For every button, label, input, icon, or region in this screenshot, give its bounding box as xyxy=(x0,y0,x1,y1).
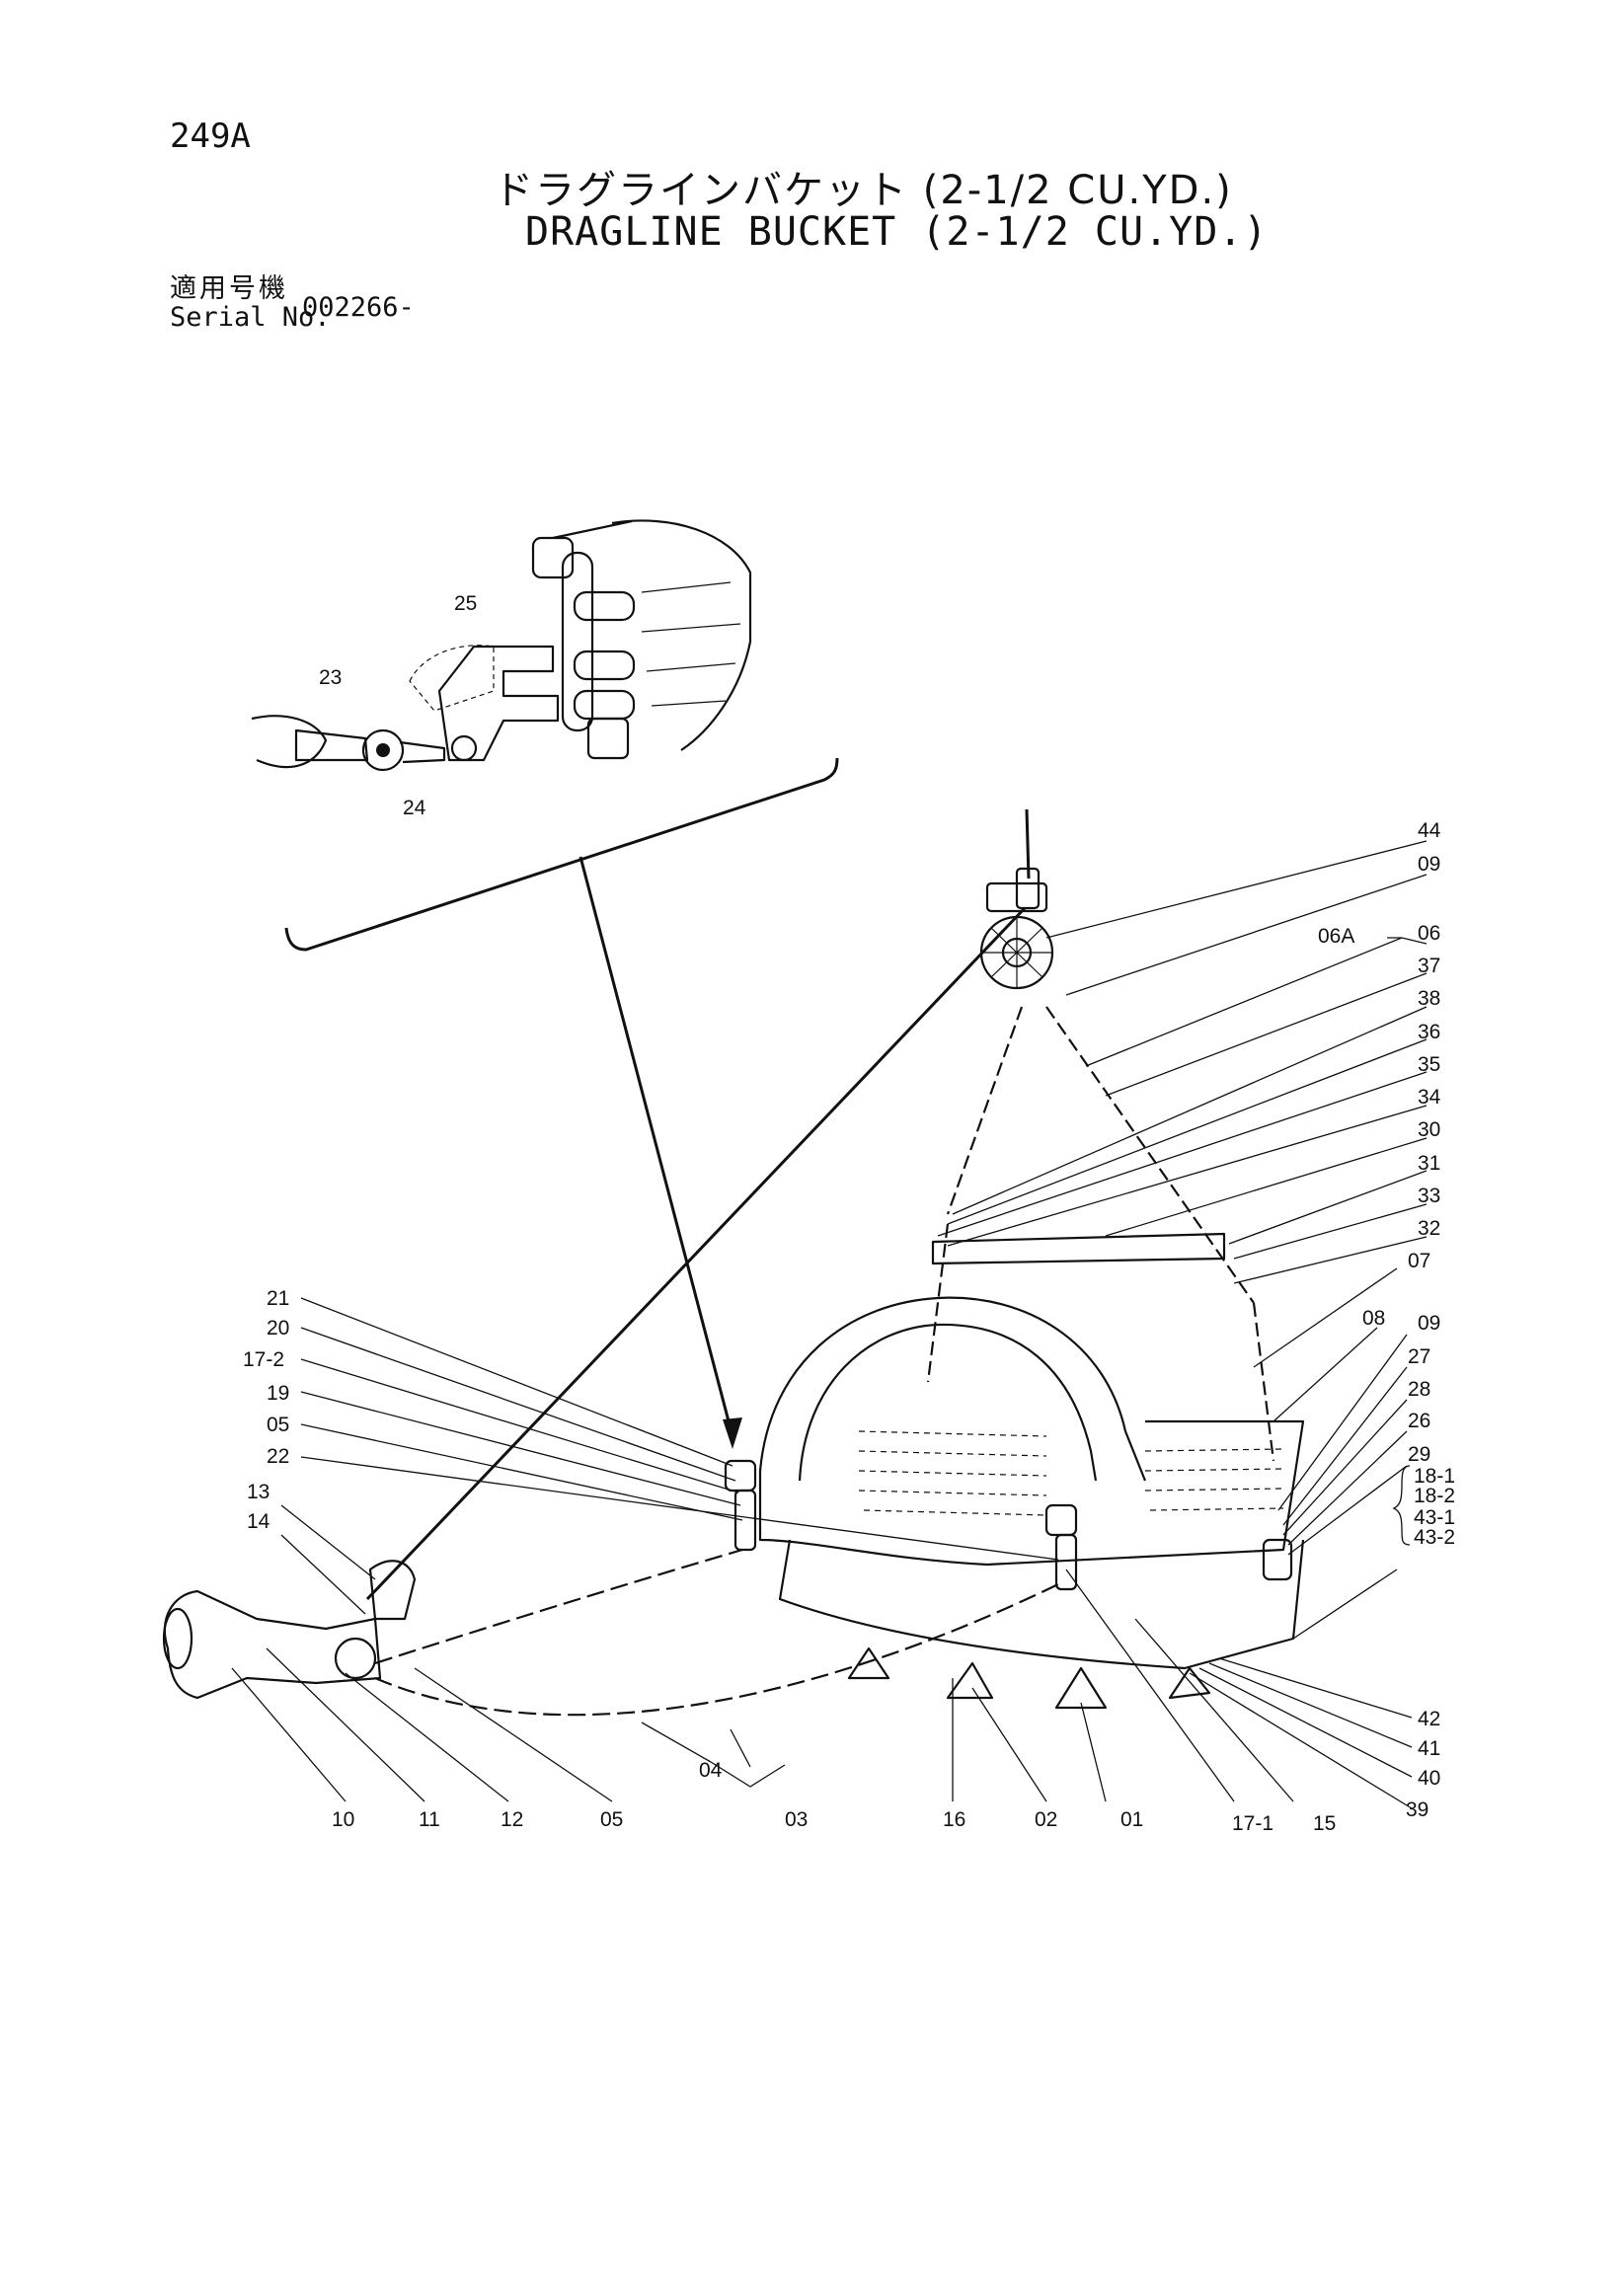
serial-label-english: Serial No. xyxy=(170,302,331,333)
callout-label: 06 xyxy=(1418,922,1440,945)
callout-label: 44 xyxy=(1418,819,1441,842)
callout-label: 05 xyxy=(600,1808,623,1831)
callout-label: 39 xyxy=(1406,1799,1428,1821)
callout-label: 34 xyxy=(1418,1086,1441,1109)
callout-label: 25 xyxy=(454,592,477,615)
serial-label-japanese: 適用号機 xyxy=(170,273,288,304)
inset-detail xyxy=(251,519,839,1449)
callout-label: 19 xyxy=(267,1382,289,1405)
callout-label: 18-2 xyxy=(1414,1485,1455,1507)
callout-label: 11 xyxy=(419,1808,440,1831)
callout-label: 31 xyxy=(1418,1152,1440,1175)
callout-label: 09 xyxy=(1418,853,1440,876)
callout-label: 12 xyxy=(501,1808,523,1831)
callout-label: 30 xyxy=(1418,1118,1440,1141)
callout-label: 18-1 xyxy=(1414,1465,1455,1488)
callout-label: 14 xyxy=(247,1510,270,1533)
callout-label: 01 xyxy=(1120,1808,1143,1831)
callout-label: 43-2 xyxy=(1414,1526,1455,1549)
callout-label: 21 xyxy=(267,1287,289,1310)
bucket-assembly xyxy=(162,808,1305,1717)
callout-labels: 25 23 24 44 09 06A 06 37 38 36 35 34 30 … xyxy=(243,592,1455,1835)
callout-label: 22 xyxy=(267,1445,289,1468)
callout-label: 37 xyxy=(1418,955,1440,977)
callout-label: 24 xyxy=(403,797,426,819)
callout-label: 28 xyxy=(1408,1378,1430,1401)
callout-label: 41 xyxy=(1418,1737,1440,1760)
callout-label: 13 xyxy=(247,1481,270,1503)
callout-label: 05 xyxy=(267,1414,289,1436)
callout-label: 36 xyxy=(1418,1021,1440,1043)
callout-label: 43-1 xyxy=(1414,1506,1455,1529)
callout-label: 20 xyxy=(267,1317,289,1339)
callout-label: 35 xyxy=(1418,1053,1440,1076)
bucket-perforations xyxy=(858,1430,1284,1516)
callout-label: 42 xyxy=(1418,1708,1440,1730)
callout-label: 23 xyxy=(319,666,342,689)
callout-label: 09 xyxy=(1418,1312,1440,1335)
page-number: 249A xyxy=(170,116,251,156)
callout-label: 40 xyxy=(1418,1767,1440,1790)
serial-number-value: 002266- xyxy=(302,292,415,323)
callout-label: 26 xyxy=(1408,1410,1430,1432)
callout-label: 04 xyxy=(699,1759,723,1782)
callout-label: 16 xyxy=(943,1808,965,1831)
callout-label: 17-1 xyxy=(1232,1812,1273,1835)
callout-label: 03 xyxy=(785,1808,808,1831)
callout-label: 38 xyxy=(1418,987,1440,1010)
callout-label: 15 xyxy=(1313,1812,1336,1835)
title-japanese: ドラグラインバケット (2-1/2 CU.YD.) xyxy=(494,168,1233,213)
leader-lines xyxy=(231,840,1427,1809)
callout-label: 29 xyxy=(1408,1443,1430,1466)
callout-label: 07 xyxy=(1408,1250,1430,1272)
callout-label: 17-2 xyxy=(243,1348,284,1371)
title-english: DRAGLINE BUCKET (2-1/2 CU.YD.) xyxy=(525,209,1269,255)
callout-label: 06A xyxy=(1318,925,1354,948)
callout-label: 27 xyxy=(1408,1345,1430,1368)
callout-label: 33 xyxy=(1418,1185,1440,1207)
callout-label: 02 xyxy=(1035,1808,1057,1831)
callout-label: 10 xyxy=(332,1808,354,1831)
callout-label: 08 xyxy=(1362,1307,1385,1330)
callout-label: 32 xyxy=(1418,1217,1440,1240)
